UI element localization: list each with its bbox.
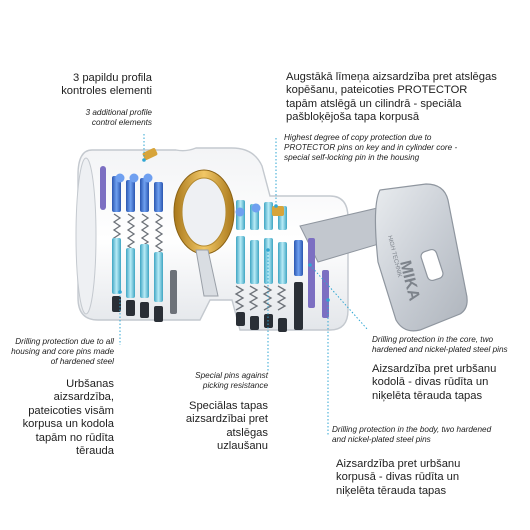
left-pin-stacks (100, 148, 177, 322)
drilling-all-label-lv: Urbšanas aizsardzība, pateicoties visām … (22, 378, 114, 458)
leader-lines (119, 134, 369, 435)
profile-label-en: 3 additional profile control elements (85, 108, 152, 127)
special-pins-label-lv: Speciālas tapas aizsardzībai pret atslēg… (185, 400, 268, 453)
copy-protection-label-lv: Augstākā līmeņa aizsardzība pret atslēga… (286, 71, 497, 124)
copy-protection-label-en: Highest degree of copy protection due to… (284, 133, 458, 162)
core-drilling-label-lv: Aizsardzība pret urbšanu kodolā - divas … (372, 363, 497, 402)
key: MIKA HIGH TECHNIK (299, 183, 468, 332)
drilling-all-label-en: Drilling protection due to all housing a… (11, 337, 114, 366)
key-hole (420, 248, 444, 282)
leader-core (309, 264, 369, 331)
profile-label-lv: 3 papildu profila kontroles elementi (61, 72, 152, 98)
special-pins-label-en: Special pins against picking resistance (195, 371, 268, 390)
leader-dots (118, 158, 330, 302)
body-drilling-label-lv: Aizsardzība pret urbšanu korpusā - divas… (336, 458, 461, 497)
core-drilling-label-en: Drilling protection in the core, two har… (372, 335, 508, 354)
brass-cam (173, 169, 235, 297)
body-drilling-label-en: Drilling protection in the body, two har… (332, 425, 492, 444)
cylinder-face (75, 157, 97, 315)
